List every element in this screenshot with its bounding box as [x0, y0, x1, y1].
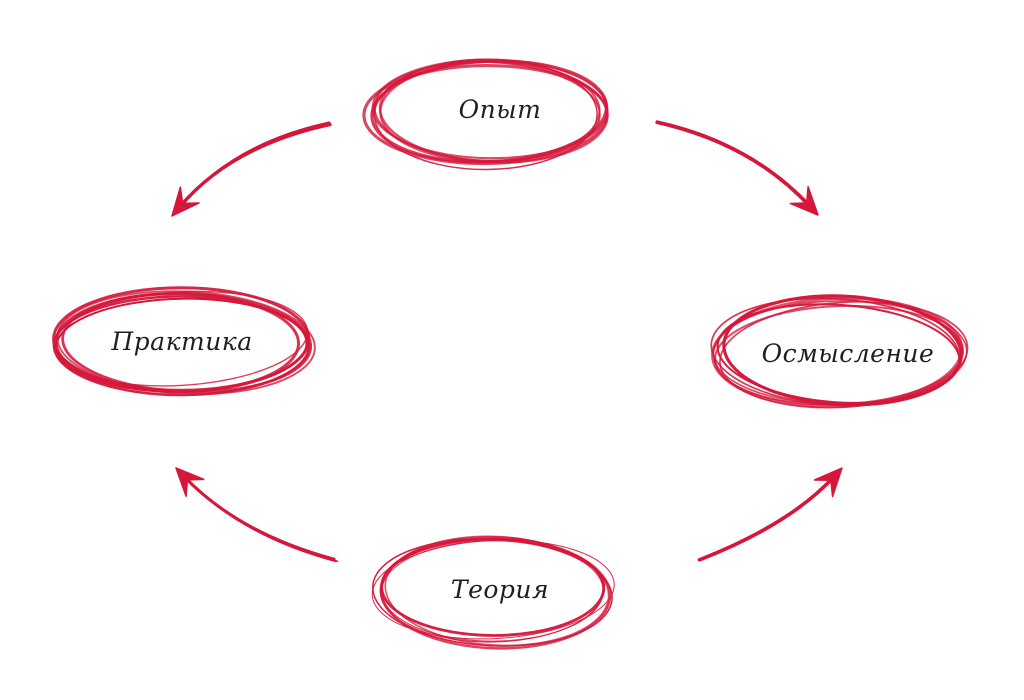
scribble-stroke	[52, 295, 311, 397]
scribble-circle-praktika	[52, 286, 316, 397]
arrow-shaft-stroke	[177, 122, 332, 210]
node-label-teoriya: Теория	[451, 575, 549, 604]
arrow-shaft-stroke	[182, 475, 337, 563]
node-label-praktika: Практика	[110, 327, 252, 356]
arrow-teoriya-to-praktika	[175, 467, 339, 563]
arrow-shaft-stroke	[182, 475, 336, 562]
arrow-shaft-stroke	[655, 121, 812, 208]
scribble-stroke	[373, 61, 601, 162]
node-teoriya: Теория	[371, 535, 615, 650]
node-opyt: Опыт	[362, 58, 609, 171]
arrowhead	[175, 467, 205, 498]
arrow-shaft-stroke	[656, 121, 812, 208]
arrow-shaft-stroke	[698, 473, 838, 562]
arrow-shaft-stroke	[178, 124, 332, 209]
arrow-opyt-to-osmyslenie	[655, 120, 819, 216]
arrow-shaft-stroke	[182, 474, 336, 561]
scribble-circle-opyt	[362, 58, 609, 171]
arrowhead	[813, 467, 843, 498]
arrow-shaft-stroke	[657, 121, 812, 209]
arrow-shaft-stroke	[182, 475, 339, 562]
scribble-stroke	[55, 297, 308, 393]
scribble-stroke	[373, 58, 598, 171]
arrow-shaft-stroke	[178, 122, 330, 209]
scribble-circle-osmyslenie	[710, 294, 969, 409]
scribble-stroke	[711, 296, 964, 408]
arrowhead	[789, 185, 819, 216]
node-label-osmyslenie: Осмысление	[762, 339, 935, 368]
scribble-circle-teoriya	[371, 535, 615, 650]
scribble-stroke	[716, 303, 961, 404]
node-praktika: Практика	[52, 286, 316, 397]
arrow-shaft-stroke	[697, 473, 837, 562]
arrow-shaft-stroke	[178, 121, 331, 209]
node-osmyslenie: Осмысление	[710, 294, 969, 409]
arrow-praktika-to-opyt	[171, 121, 332, 217]
node-label-opyt: Опыт	[459, 95, 542, 124]
arrowhead	[171, 186, 200, 217]
arrow-shaft-stroke	[697, 473, 837, 561]
arrow-osmyslenie-to-teoriya	[697, 467, 843, 562]
scribble-stroke	[379, 536, 612, 650]
scribble-stroke	[56, 290, 316, 395]
scribble-stroke	[371, 539, 615, 640]
arrow-shaft-stroke	[655, 120, 812, 209]
arrow-shaft-stroke	[699, 473, 838, 561]
